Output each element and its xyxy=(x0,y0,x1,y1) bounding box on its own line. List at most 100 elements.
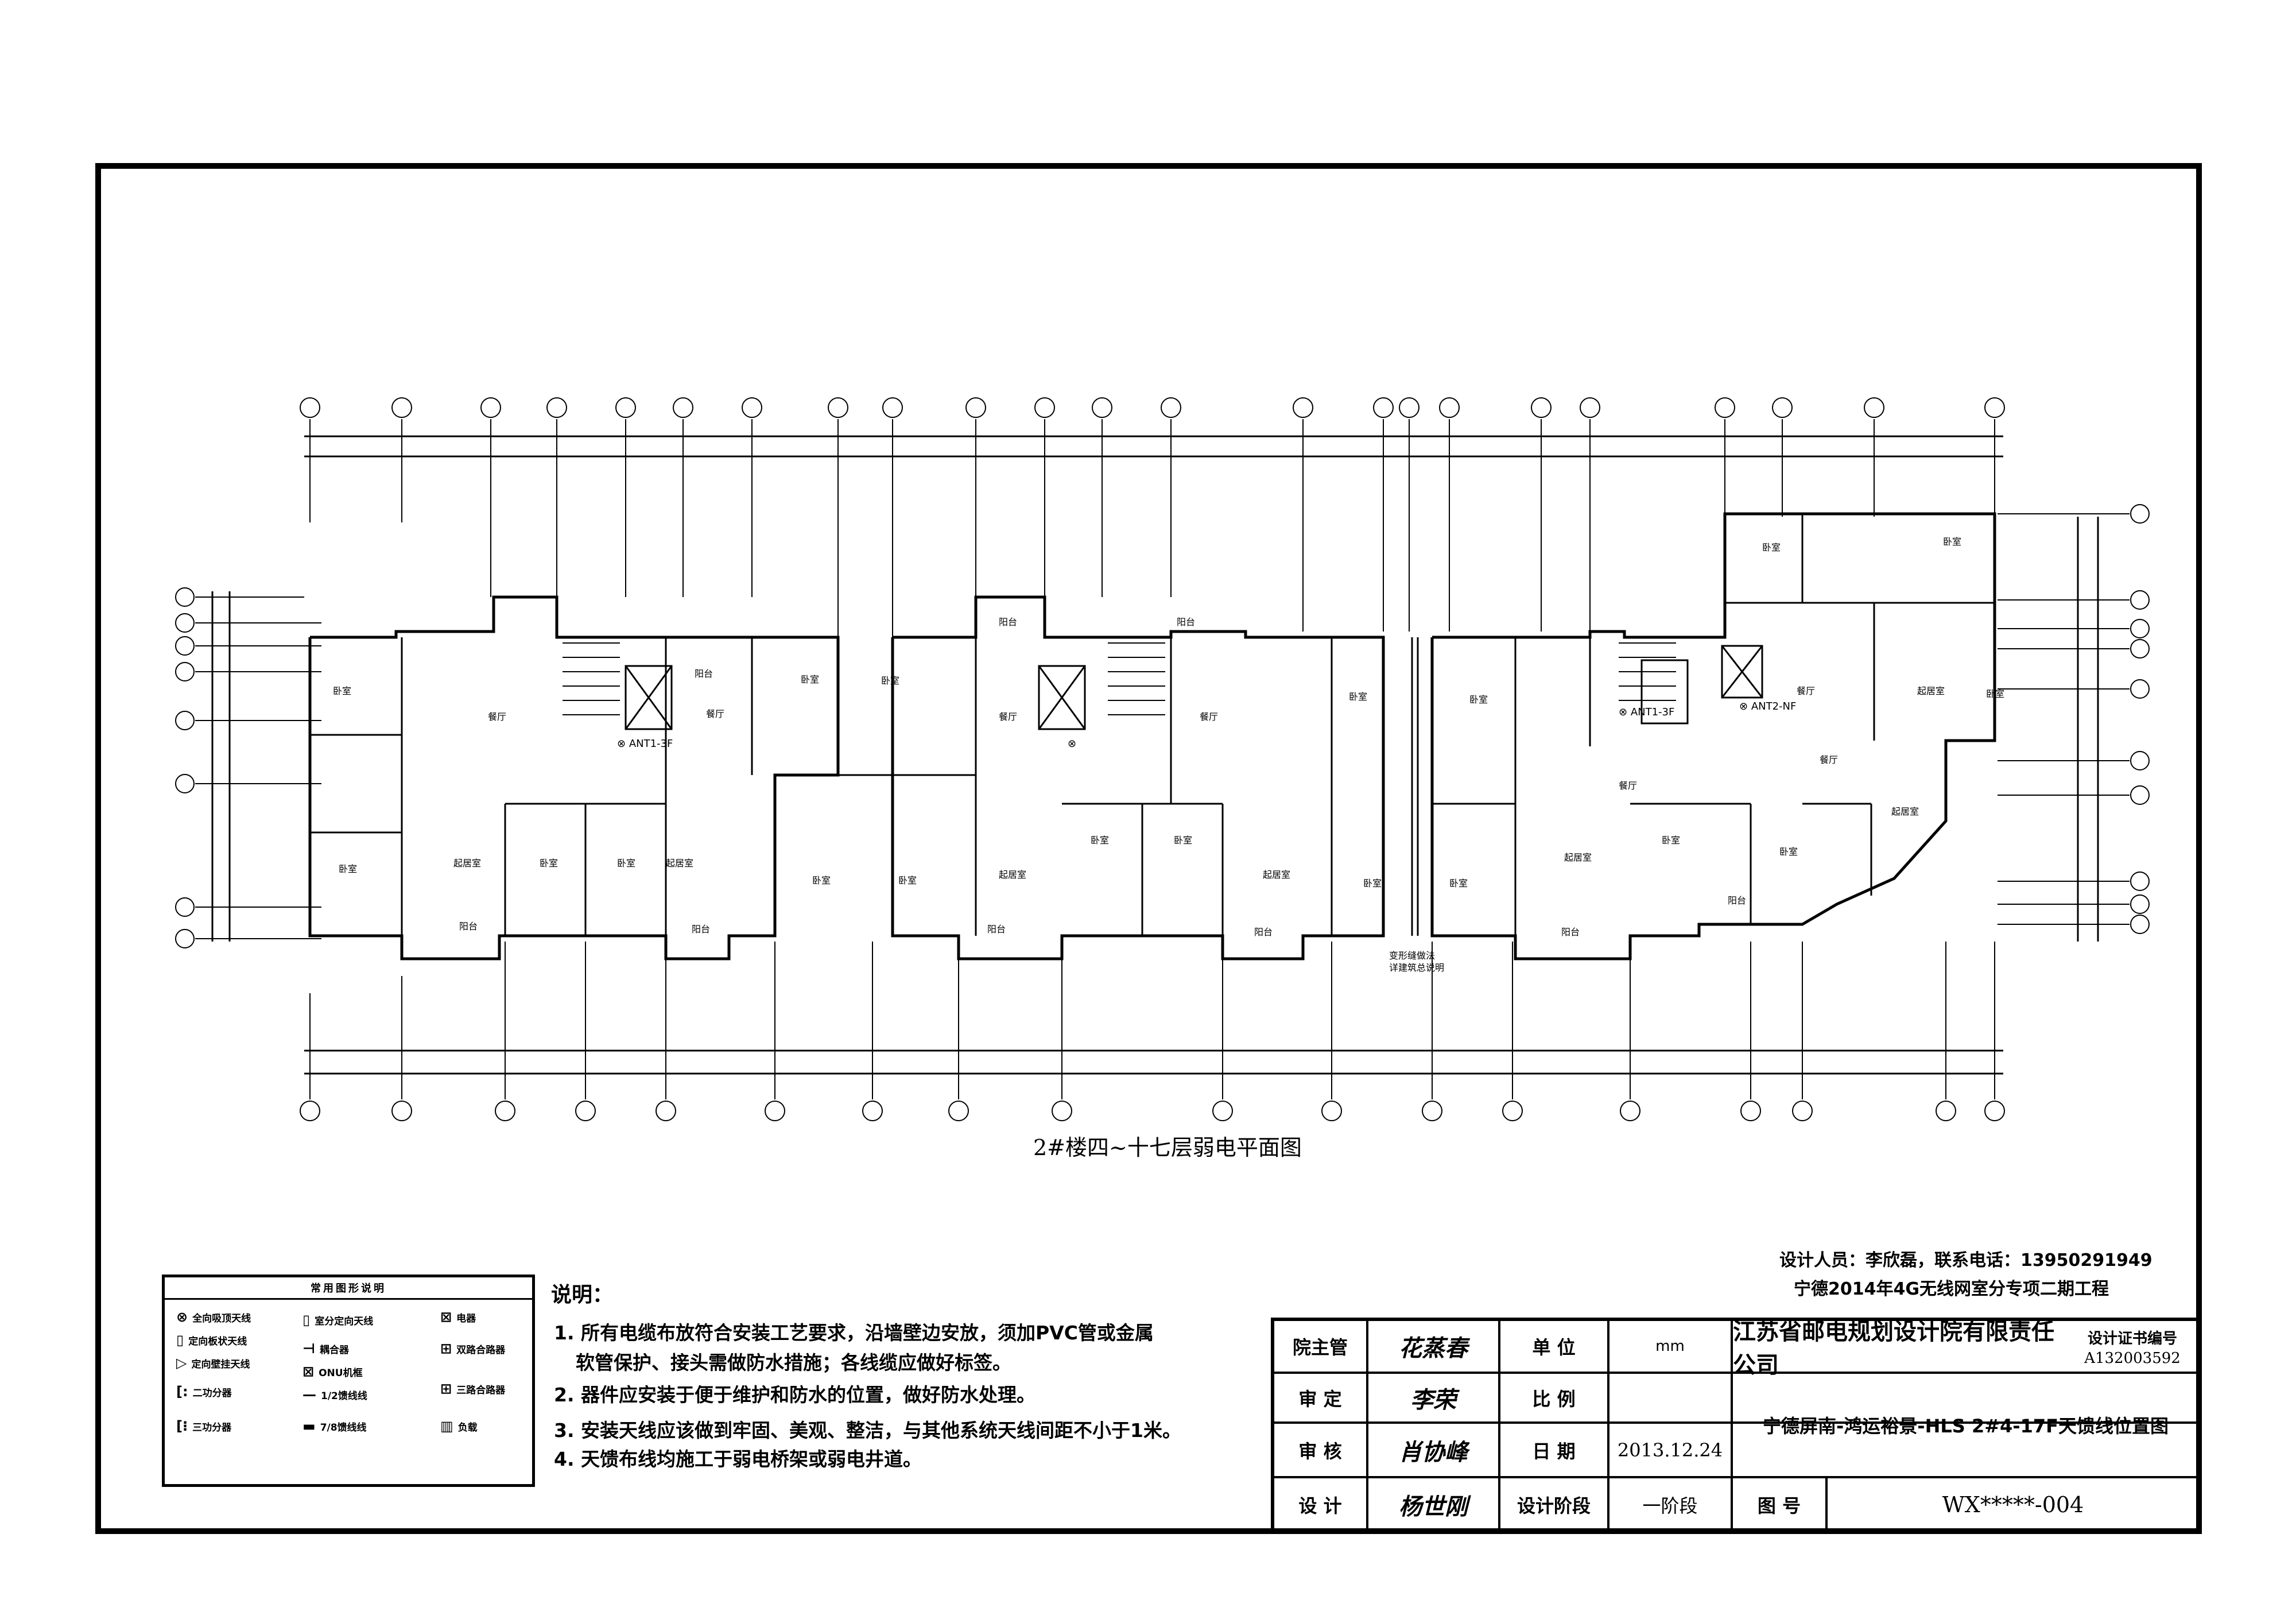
room-label: 卧室 xyxy=(1762,542,1781,553)
room-label: 阳台 xyxy=(1728,895,1747,906)
legend-item: [⁝三功分器 xyxy=(176,1418,231,1434)
note-line: 4. 天馈布线均施工于弱电桥架或弱电井道。 xyxy=(554,1448,922,1470)
legend-item: — 1/2馈线线 xyxy=(302,1386,367,1403)
signature-head: 花蒸春 xyxy=(1399,1335,1468,1362)
legend-item: ⊞三路合路器 xyxy=(440,1381,505,1397)
scale-value xyxy=(1609,1374,1731,1421)
room-label: 餐厅 xyxy=(488,711,507,722)
stage-value: 一阶段 xyxy=(1642,1494,1698,1517)
legend-title: 常用图形说明 xyxy=(165,1277,532,1300)
company-name: 江苏省邮电规划设计院有限责任公司 xyxy=(1733,1318,2054,1378)
scale-label: 比 例 xyxy=(1532,1388,1576,1410)
seven-eighths-feeder-icon: ▬ xyxy=(302,1418,316,1434)
date-value: 2013.12.24 xyxy=(1617,1439,1723,1461)
legend-label: 1/2馈线线 xyxy=(321,1390,367,1402)
antenna-label: ANT2-NF xyxy=(1751,700,1797,712)
room-label: 阳台 xyxy=(1254,927,1273,938)
room-label: 餐厅 xyxy=(706,708,725,719)
directional-antenna-icon: ▯ xyxy=(302,1312,311,1328)
dual-combiner-icon: ⊞ xyxy=(440,1341,452,1357)
drawing-title: 2#楼四~十七层弱电平面图 xyxy=(1033,1135,1302,1160)
project-name: 宁德2014年4G无线网室分专项二期工程 xyxy=(1794,1279,2109,1299)
room-label: 卧室 xyxy=(1779,846,1798,857)
room-label: 卧室 xyxy=(1662,835,1681,846)
load-icon: ▥ xyxy=(440,1418,453,1434)
antenna-ant1: ⊗ ANT1-3F xyxy=(617,738,673,750)
onu-frame-icon: ⊠ xyxy=(302,1364,315,1380)
room-label: 阳台 xyxy=(999,617,1018,627)
antenna-marker: ⊗ xyxy=(1068,738,1077,750)
legend-label: 负载 xyxy=(457,1421,478,1434)
sheet-border xyxy=(95,163,2202,1534)
room-label: 卧室 xyxy=(881,675,900,686)
room-label: 起居室 xyxy=(666,858,694,869)
legend-label: 室分定向天线 xyxy=(315,1315,374,1327)
plan-note-line: 变形缝做法 xyxy=(1389,950,1436,961)
panel-antenna-icon: ▯ xyxy=(176,1332,184,1348)
room-label: 卧室 xyxy=(1349,691,1368,702)
room-label: 起居室 xyxy=(453,858,482,869)
symbol-legend: 常用图形说明 ⊗全向吸顶天线 ▯定向板状天线 ▷定向壁挂天线 [:二功分器 [⁝… xyxy=(162,1275,535,1487)
room-label: 阳台 xyxy=(1177,617,1196,627)
room-label: 卧室 xyxy=(617,858,636,869)
triple-combiner-icon: ⊞ xyxy=(440,1381,452,1397)
designer-contact: 设计人员：李欣磊，联系电话：13950291949 xyxy=(1779,1250,2152,1270)
room-label: 餐厅 xyxy=(1820,754,1839,765)
approve-label: 审 定 xyxy=(1298,1388,1342,1410)
room-label: 卧室 xyxy=(1986,688,2005,699)
signature-approve: 李荣 xyxy=(1410,1386,1456,1413)
wall-antenna-icon: ▷ xyxy=(176,1355,187,1371)
date-label: 日 期 xyxy=(1532,1440,1576,1462)
check-label: 审 核 xyxy=(1298,1440,1342,1462)
room-label: 阳台 xyxy=(459,921,478,932)
half-inch-feeder-icon: — xyxy=(302,1386,316,1403)
legend-item: ▥ 负载 xyxy=(440,1418,478,1434)
antenna-ant1b: ⊗ ANT1-3F xyxy=(1619,706,1675,718)
legend-item: ▬7/8馈线线 xyxy=(302,1418,367,1434)
project-title: 宁德屏南-鸿运裕景-HLS 2#4-17F天馈线位置图 xyxy=(1763,1415,2169,1437)
legend-label: 二功分器 xyxy=(192,1387,232,1399)
legend-label: 全向吸顶天线 xyxy=(192,1312,251,1324)
note-line: 3. 安装天线应该做到牢固、美观、整洁，与其他系统天线间距不小于1米。 xyxy=(554,1419,1181,1442)
room-label: 起居室 xyxy=(999,869,1027,880)
two-way-splitter-icon: [: xyxy=(176,1384,188,1400)
unit-value: mm xyxy=(1655,1338,1685,1355)
antenna-label: ANT1-3F xyxy=(1630,706,1675,718)
room-label: 阳台 xyxy=(1561,927,1580,938)
legend-item: [: 二功分器 xyxy=(176,1384,232,1400)
room-label: 卧室 xyxy=(1943,536,1962,547)
three-way-splitter-icon: [⁝ xyxy=(176,1418,188,1434)
unit-label: 单 位 xyxy=(1532,1337,1576,1358)
room-label: 阳台 xyxy=(692,924,711,935)
legend-item: ⊣耦合器 xyxy=(302,1341,349,1357)
legend-item: ▯ 室分定向天线 xyxy=(302,1312,373,1328)
room-label: 起居室 xyxy=(1564,852,1592,863)
room-label: 卧室 xyxy=(898,875,917,886)
room-label: 阳台 xyxy=(695,668,713,679)
notes-heading: 说明： xyxy=(551,1283,614,1307)
signature-check: 肖协峰 xyxy=(1399,1438,1468,1466)
room-label: 卧室 xyxy=(801,674,820,685)
cert-number: A132003592 xyxy=(2084,1350,2181,1367)
room-label: 起居室 xyxy=(1917,685,1945,696)
legend-item: ▯定向板状天线 xyxy=(176,1332,247,1348)
legend-label: 双路合路器 xyxy=(456,1344,506,1356)
coupler-icon: ⊣ xyxy=(302,1341,315,1357)
note-line: 2. 器件应安装于便于维护和防水的位置，做好防水处理。 xyxy=(554,1384,1035,1406)
electric-icon: ⊠ xyxy=(440,1309,452,1325)
head-label: 院主管 xyxy=(1292,1337,1348,1358)
room-label: 餐厅 xyxy=(1200,711,1219,722)
legend-item: ▷ 定向壁挂天线 xyxy=(176,1355,250,1371)
design-label: 设 计 xyxy=(1298,1494,1342,1517)
room-label: 阳台 xyxy=(987,924,1006,935)
title-block: 院主管 审 定 审 核 设 计 花蒸春 李荣 肖协峰 杨世刚 单 位 比 例 日… xyxy=(1271,1318,2202,1534)
room-label: 卧室 xyxy=(333,685,352,696)
drawing-number-label: 图 号 xyxy=(1757,1494,1801,1517)
legend-label: 定向壁挂天线 xyxy=(191,1358,250,1370)
room-label: 卧室 xyxy=(540,858,559,869)
note-line: 软管保护、接头需做防水措施；各线缆应做好标签。 xyxy=(576,1351,1011,1374)
drawing-number: WX*****-004 xyxy=(1942,1492,2084,1517)
room-label: 餐厅 xyxy=(1797,685,1816,696)
legend-item: ⊠电器 xyxy=(440,1309,476,1325)
